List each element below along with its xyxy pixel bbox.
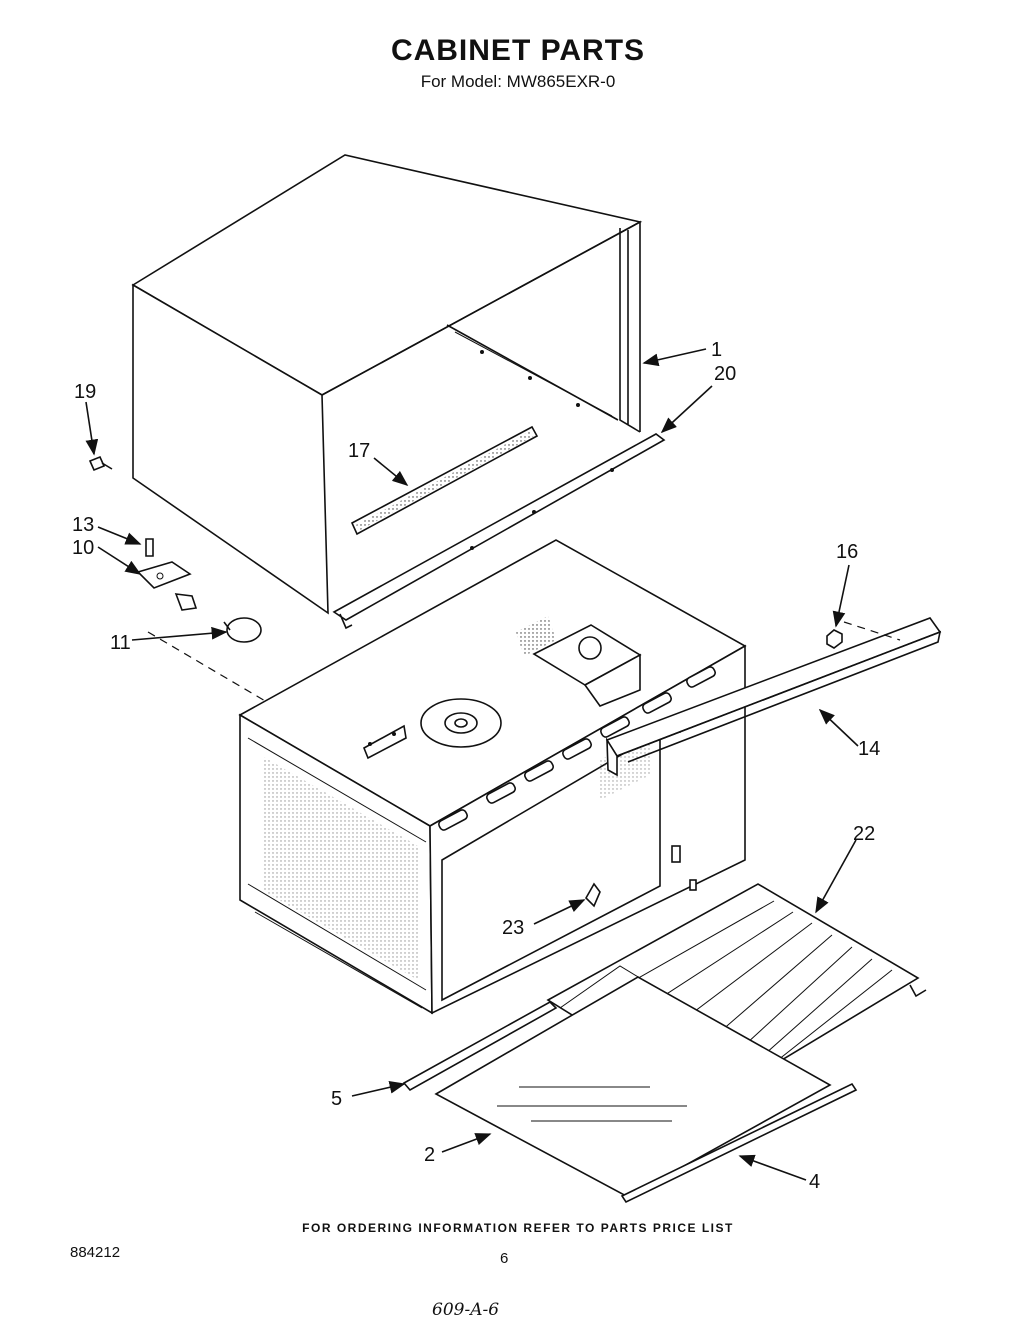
callout-10: 10 — [72, 537, 94, 559]
callout-13: 13 — [72, 514, 94, 536]
page-title: CABINET PARTS — [390, 34, 646, 67]
document-number: 884212 — [70, 1244, 121, 1261]
cabinet-wrapper — [131, 154, 643, 615]
trim-strip — [350, 425, 539, 536]
leader-lines — [85, 348, 859, 1181]
callout-14: 14 — [858, 738, 880, 760]
callout-23: 23 — [502, 917, 524, 939]
callout-4: 4 — [809, 1171, 820, 1193]
lower-rail — [332, 433, 666, 630]
callout-2: 2 — [424, 1144, 435, 1166]
callout-5: 5 — [331, 1088, 342, 1110]
callout-11: 11 — [110, 632, 131, 654]
ordering-note: FOR ORDERING INFORMATION REFER TO PARTS … — [302, 1221, 734, 1235]
glass-panel — [434, 976, 832, 1198]
callout-1: 1 — [711, 339, 722, 361]
left-glass-strip — [402, 1001, 558, 1092]
nut — [826, 621, 901, 649]
callout-16: 16 — [836, 541, 858, 563]
callout-19: 19 — [74, 381, 96, 403]
handwritten-note: 609-A-6 — [432, 1300, 500, 1320]
model-subtitle: For Model: MW865EXR-0 — [420, 72, 616, 91]
right-glass-strip — [620, 1082, 858, 1204]
callout-22: 22 — [853, 823, 875, 845]
callout-20: 20 — [714, 363, 736, 385]
page-number: 6 — [500, 1250, 509, 1267]
front-trim-bar — [605, 617, 942, 777]
screw — [88, 455, 113, 472]
callout-17: 17 — [348, 440, 370, 462]
